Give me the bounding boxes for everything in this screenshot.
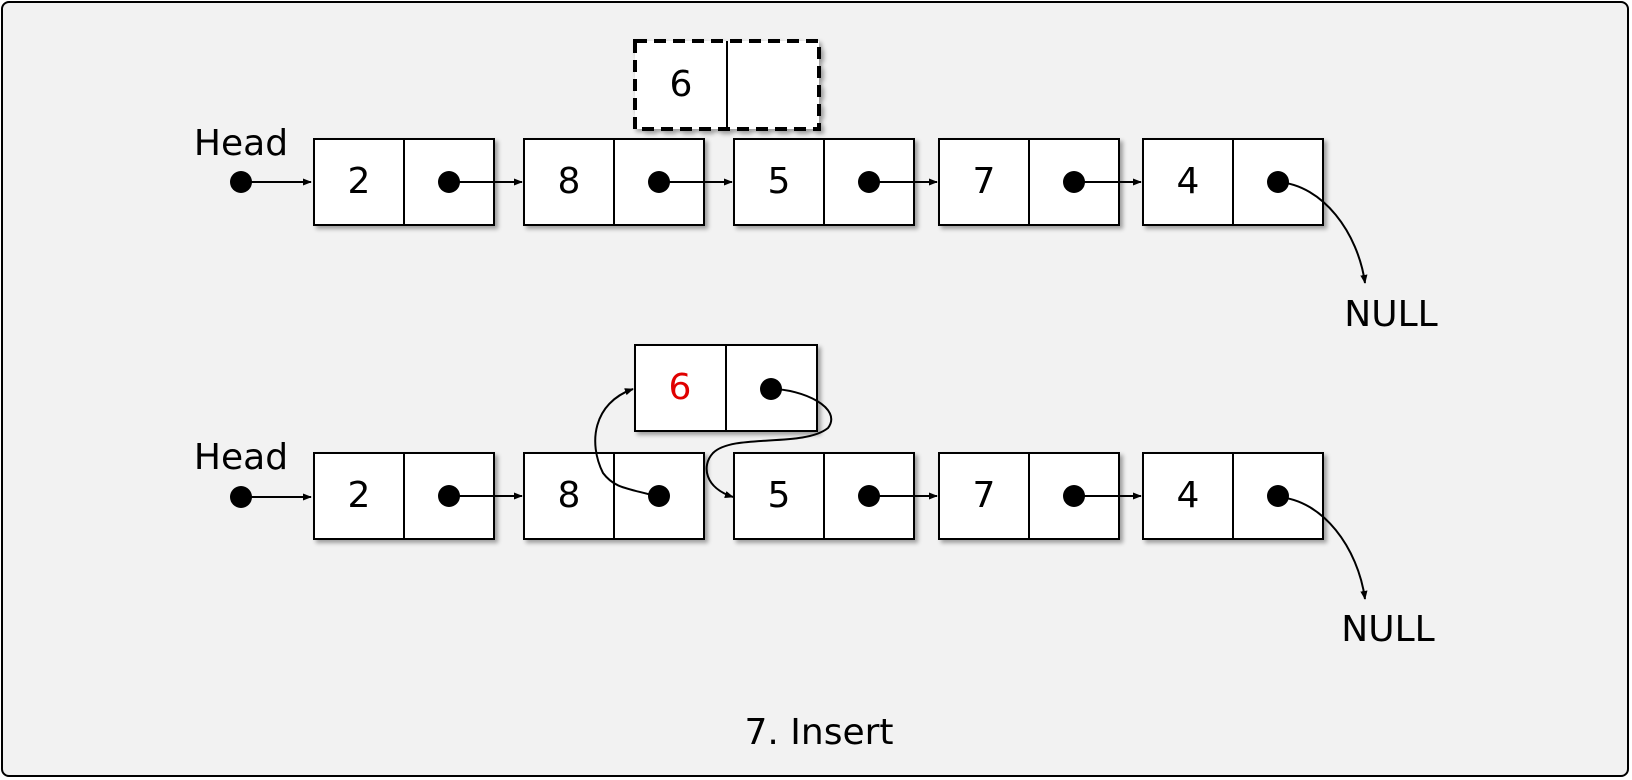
- node-value: 4: [1177, 475, 1200, 516]
- null-arrow: [1277, 496, 1368, 600]
- null-label: NULL: [1344, 294, 1437, 335]
- head-label: Head: [194, 123, 288, 164]
- node-value: 7: [973, 161, 996, 202]
- head-label: Head: [194, 437, 288, 478]
- list-node: 4: [1142, 452, 1324, 540]
- list-before-insert: Head 6 2 8 5 7 4 NULL: [194, 39, 1438, 335]
- node-value: 2: [348, 161, 371, 202]
- null-arrow: [1277, 181, 1368, 284]
- new-node-dashed: 6: [633, 39, 821, 131]
- list-after-insert: Head 6 2 8 5 7 4 NULL: [194, 344, 1435, 650]
- new-node-inserted: 6: [634, 344, 818, 432]
- list-node: 4: [1142, 138, 1324, 226]
- node-value: 5: [768, 161, 791, 202]
- null-label: NULL: [1341, 609, 1434, 650]
- node-row: 2 8 5 7 4: [313, 452, 1324, 540]
- node-value: 4: [1177, 161, 1200, 202]
- new-node-next-arrow: [705, 388, 833, 498]
- node-value: 8: [558, 161, 581, 202]
- node-value: 5: [768, 475, 791, 516]
- next-pointer-dot: [1267, 485, 1289, 507]
- node-value: 8: [558, 475, 581, 516]
- new-node-value: 6: [670, 64, 693, 105]
- node-row: 2 8 5 7 4: [313, 138, 1324, 226]
- relinked-arrow-to-new-node: [594, 388, 660, 498]
- linked-list-diagram: Head 6 2 8 5 7 4 NULL Head 6 2 8 5 7 4 NULL: [194, 39, 1438, 753]
- list-node: 8: [523, 452, 705, 540]
- node-value: 7: [973, 475, 996, 516]
- new-node-value: 6: [669, 367, 692, 408]
- node-value: 2: [348, 475, 371, 516]
- caption: 7. Insert: [744, 712, 893, 753]
